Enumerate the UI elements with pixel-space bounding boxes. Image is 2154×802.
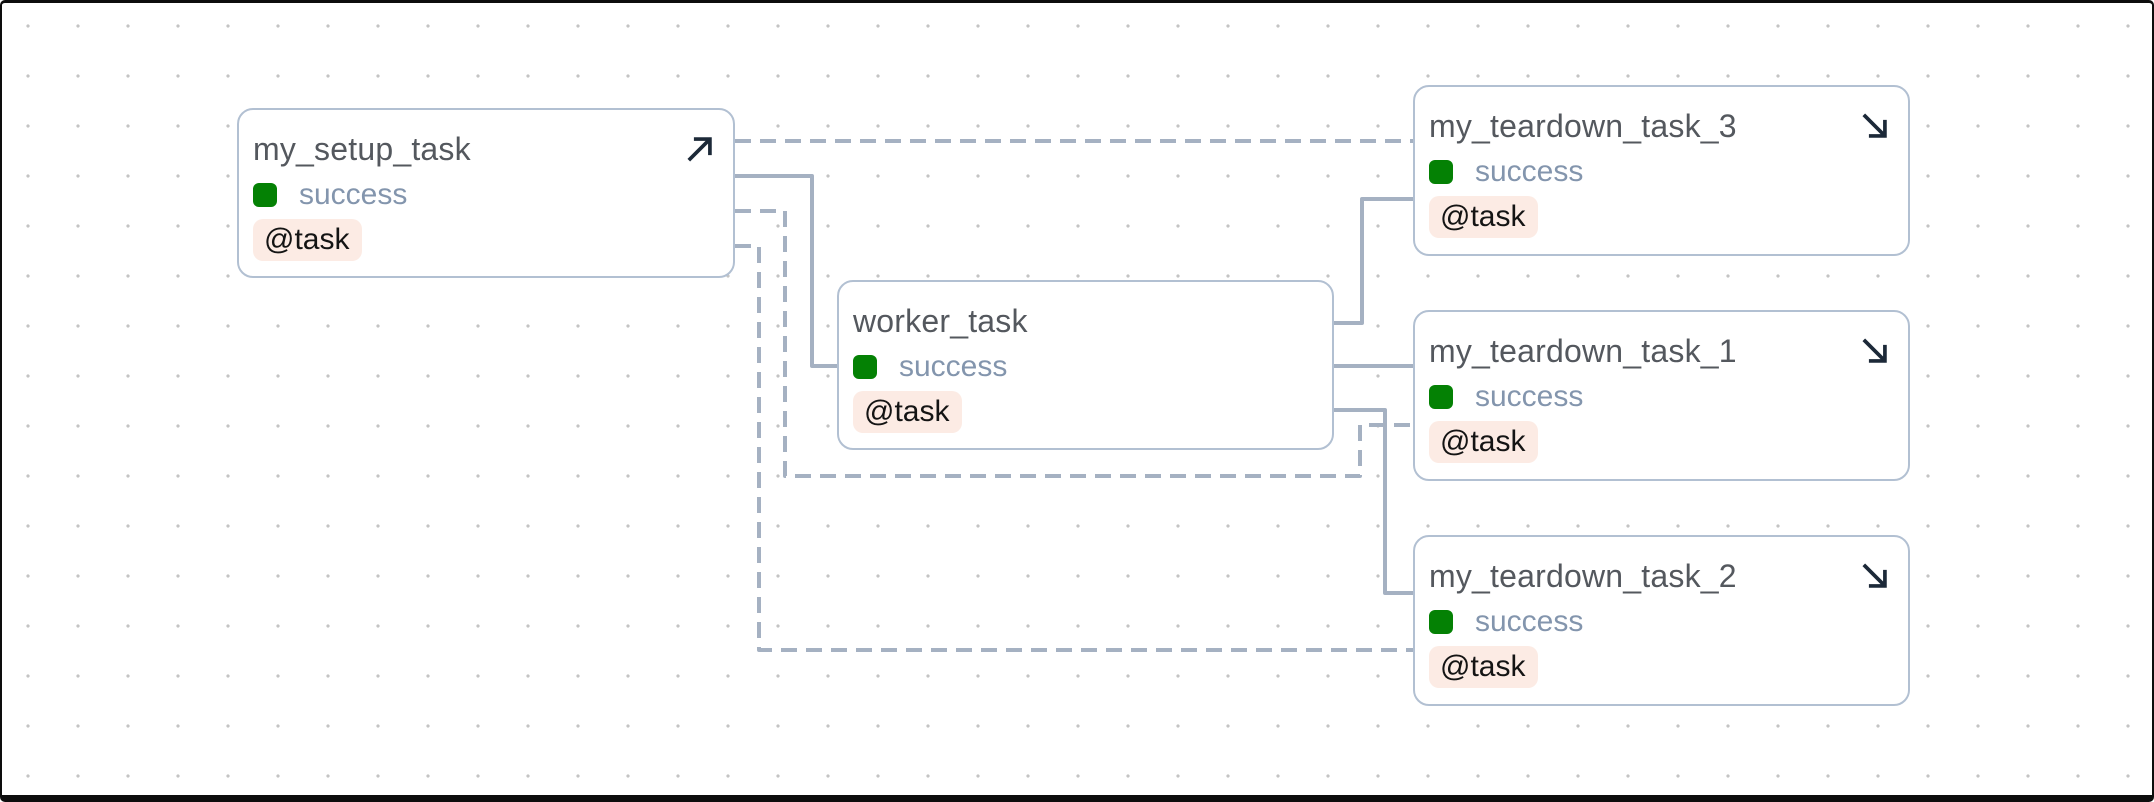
task-node-header: worker_task xyxy=(853,302,1318,340)
edge-worker_task-to-my_teardown_task_3 xyxy=(1334,197,1413,325)
edge-my_setup_task-to-my_teardown_task_2 xyxy=(735,244,1413,652)
task-node-header: my_teardown_task_1 xyxy=(1429,332,1894,370)
graph-canvas[interactable]: my_setup_task success @task worker_task … xyxy=(2,3,2152,795)
task-node-worker_task[interactable]: worker_task success @task xyxy=(837,280,1334,450)
task-status-row: success xyxy=(853,352,1318,382)
task-name: my_setup_task xyxy=(253,131,471,167)
status-color-swatch xyxy=(1429,160,1453,184)
task-decorator-badge: @task xyxy=(1429,646,1539,688)
task-node-my_teardown_task_2[interactable]: my_teardown_task_2 success @task xyxy=(1413,535,1910,706)
task-node-my_teardown_task_1[interactable]: my_teardown_task_1 success @task xyxy=(1413,310,1910,481)
task-name: my_teardown_task_3 xyxy=(1429,108,1737,144)
task-name: my_teardown_task_1 xyxy=(1429,333,1737,369)
status-color-swatch xyxy=(853,355,877,379)
task-status-row: success xyxy=(1429,157,1894,187)
edge-worker_task-to-my_teardown_task_2 xyxy=(1334,408,1413,595)
teardown-arrow-icon xyxy=(1862,338,1887,363)
edge-my_setup_task-to-my_teardown_task_1 xyxy=(735,209,1413,478)
task-node-header: my_setup_task xyxy=(253,130,719,168)
task-decorator-badge: @task xyxy=(1429,421,1539,463)
task-state-label: success xyxy=(1475,155,1584,188)
task-node-my_teardown_task_3[interactable]: my_teardown_task_3 success @task xyxy=(1413,85,1910,256)
task-node-header: my_teardown_task_3 xyxy=(1429,107,1894,145)
teardown-arrow-icon xyxy=(1862,113,1887,138)
task-status-row: success xyxy=(1429,382,1894,412)
task-state-label: success xyxy=(1475,605,1584,638)
teardown-arrow-icon xyxy=(1862,563,1887,588)
task-name: my_teardown_task_2 xyxy=(1429,558,1737,594)
edges-layer xyxy=(735,139,1413,652)
edge-my_setup_task-to-worker_task xyxy=(735,174,837,368)
task-decorator-badge: @task xyxy=(1429,196,1539,238)
task-node-my_setup_task[interactable]: my_setup_task success @task xyxy=(237,108,735,278)
status-color-swatch xyxy=(1429,385,1453,409)
task-status-row: success xyxy=(1429,607,1894,637)
status-color-swatch xyxy=(253,183,277,207)
task-node-header: my_teardown_task_2 xyxy=(1429,557,1894,595)
task-decorator-badge: @task xyxy=(253,219,363,261)
task-name: worker_task xyxy=(853,303,1028,339)
task-state-label: success xyxy=(299,178,408,211)
task-state-label: success xyxy=(1475,380,1584,413)
task-decorator-badge: @task xyxy=(853,391,963,433)
status-color-swatch xyxy=(1429,610,1453,634)
task-state-label: success xyxy=(899,350,1008,383)
setup-arrow-icon xyxy=(687,137,712,162)
task-status-row: success xyxy=(253,180,719,210)
